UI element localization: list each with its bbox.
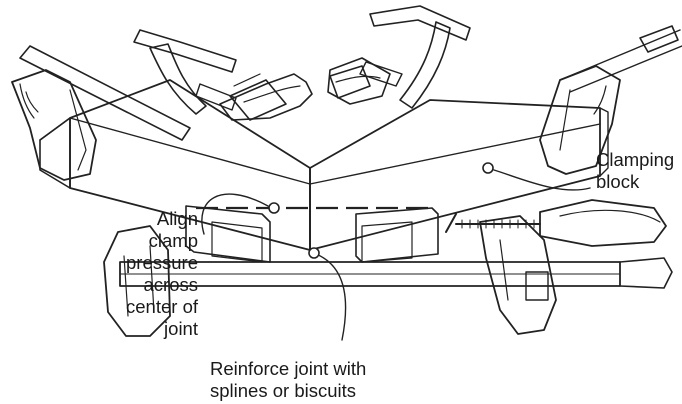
clamping-block-callout: Clamping block [596, 149, 675, 192]
reinforce-joint-callout: Reinforce joint with splines or biscuits [210, 358, 367, 401]
upper-left-clamp-handle [219, 73, 313, 121]
upper-right-bar-clamp [329, 5, 621, 175]
upper-right-clamp-handle [327, 57, 391, 105]
clamping-block-left [185, 205, 271, 263]
align-pressure-dot [268, 202, 280, 214]
upper-left-bar-clamp [11, 29, 287, 181]
align-pressure-text: Align clamp pressure across center of jo… [126, 208, 199, 339]
left-back-clamp-bar [19, 45, 191, 141]
right-back-clamp-bar [559, 25, 682, 93]
joint-dot [308, 247, 320, 259]
clamping-block-right [355, 207, 439, 263]
frame-right-member [309, 99, 609, 251]
callout-leaders [201, 162, 591, 341]
lower-bar-clamp [103, 199, 673, 337]
clamping-block-dot [482, 162, 494, 174]
